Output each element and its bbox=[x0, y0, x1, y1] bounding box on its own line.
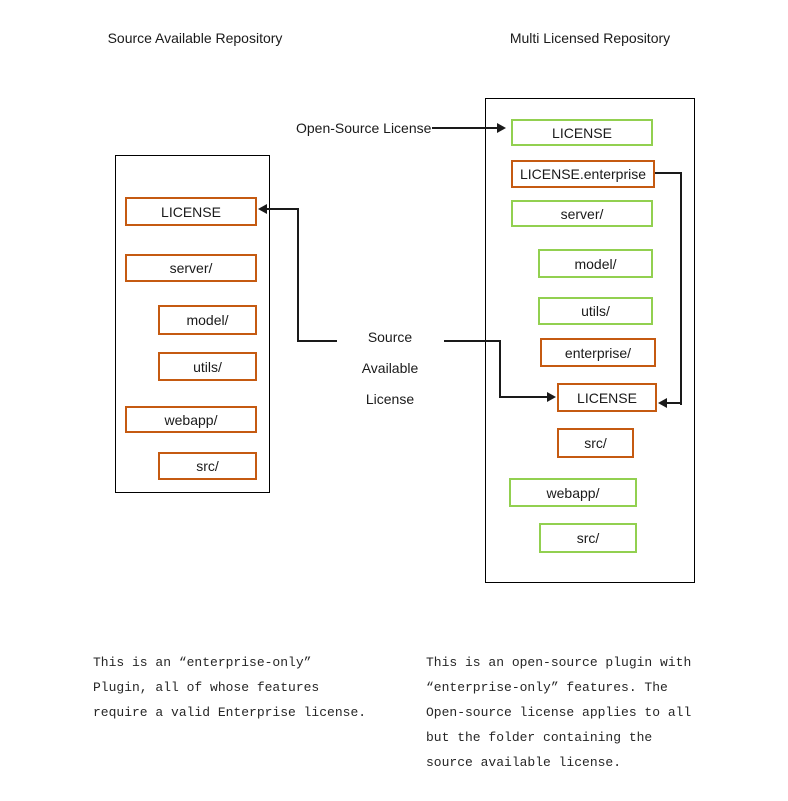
source-available-label-line1: Source Available bbox=[361, 329, 419, 376]
source-available-connector-line bbox=[297, 340, 337, 342]
folder-box-server-right: server/ bbox=[511, 200, 653, 227]
source-available-connector-line bbox=[499, 396, 547, 398]
folder-box-src-right: src/ bbox=[539, 523, 637, 553]
folder-box-src-enterprise: src/ bbox=[557, 428, 634, 458]
left-repo-caption: This is an “enter­prise-only” Plugin, al… bbox=[93, 655, 367, 720]
left-repo-title: Source Available Repository bbox=[107, 30, 283, 46]
source-available-connector-line bbox=[444, 340, 501, 342]
enterprise-connector-line bbox=[655, 172, 682, 174]
folder-box-webapp-right: webapp/ bbox=[509, 478, 637, 507]
file-box-enterprise-license: LICENSE bbox=[557, 383, 657, 412]
folder-box-model: model/ bbox=[158, 305, 257, 335]
source-available-connector-line bbox=[266, 208, 299, 210]
folder-box-utils-right: utils/ bbox=[538, 297, 653, 325]
source-available-connector-line bbox=[499, 340, 501, 398]
source-available-label-line2: License bbox=[365, 391, 415, 407]
folder-box-webapp: webapp/ bbox=[125, 406, 257, 433]
right-repo-title: Multi Licensed Repository bbox=[509, 30, 671, 46]
source-available-license-label: Source Available License bbox=[338, 322, 442, 415]
arrowhead-right-icon bbox=[547, 392, 556, 402]
open-source-license-label: Open-Source License bbox=[296, 120, 432, 136]
file-box-license: LICENSE bbox=[125, 197, 257, 226]
arrowhead-left-icon bbox=[658, 398, 667, 408]
arrowhead-right-icon bbox=[497, 123, 506, 133]
enterprise-connector-line bbox=[666, 402, 682, 404]
folder-box-server: server/ bbox=[125, 254, 257, 282]
folder-box-utils: utils/ bbox=[158, 352, 257, 381]
source-available-connector-line bbox=[297, 208, 299, 342]
folder-box-model-right: model/ bbox=[538, 249, 653, 278]
open-source-connector-line bbox=[432, 127, 498, 129]
arrowhead-left-icon bbox=[258, 204, 267, 214]
file-box-license-enterprise: LICENSE.enterprise bbox=[511, 160, 655, 188]
folder-box-enterprise: enterprise/ bbox=[540, 338, 656, 367]
file-box-license-opensource: LICENSE bbox=[511, 119, 653, 146]
folder-box-src: src/ bbox=[158, 452, 257, 480]
right-repo-caption: This is an open-source plugin with “ente… bbox=[426, 655, 692, 770]
enterprise-connector-line bbox=[680, 172, 682, 405]
